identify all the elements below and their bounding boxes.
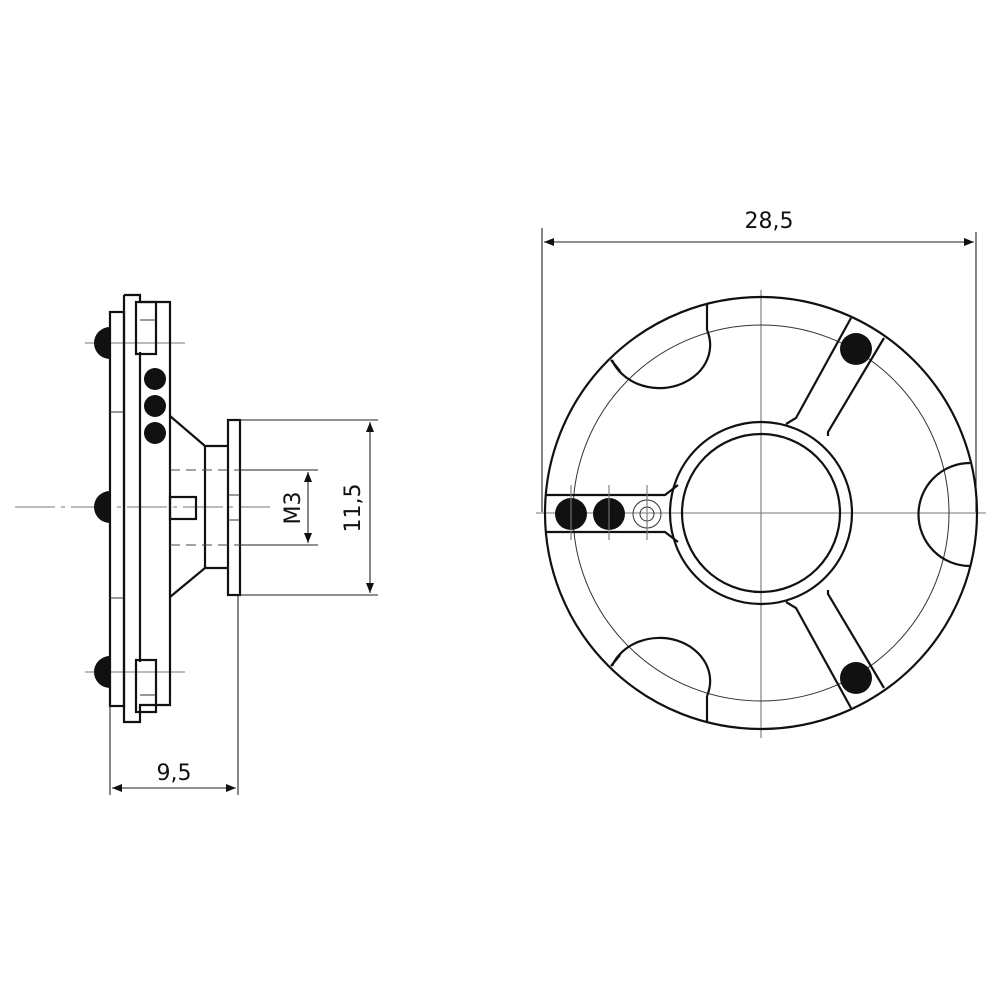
front-view: 28,5 — [536, 209, 986, 738]
hub-bore — [680, 432, 842, 594]
dim-label-9-5: 9,5 — [157, 761, 192, 786]
side-front-plate — [108, 310, 126, 708]
side-body — [122, 293, 172, 724]
stud-top-icon — [94, 327, 110, 359]
spoke-left — [545, 484, 679, 497]
stud-middle-icon — [94, 491, 110, 523]
notch-top-left — [610, 329, 712, 390]
outer-rim — [543, 295, 979, 731]
ball-icon — [144, 395, 166, 417]
dim-label-11-5: 11,5 — [341, 484, 366, 533]
notch-right — [917, 461, 971, 568]
thread-stud — [168, 495, 198, 521]
spoke-upper-right — [785, 317, 852, 425]
dim-label-28-5: 28,5 — [745, 209, 794, 234]
side-pocket-top — [134, 300, 158, 356]
ball-icon — [840, 662, 872, 694]
hub-cone-bottom — [169, 566, 228, 598]
ball-icon — [840, 333, 872, 365]
notch-bottom-left — [610, 636, 712, 697]
side-pocket-bottom — [134, 658, 158, 714]
hub-outer — [668, 420, 854, 606]
hub-cone-top — [169, 415, 228, 448]
flange — [226, 418, 242, 597]
ball-icon — [144, 422, 166, 444]
spoke-lower-right — [785, 601, 852, 709]
stud-bottom-icon — [94, 656, 110, 688]
ball-icon — [144, 368, 166, 390]
dim-label-m3: M3 — [281, 492, 306, 525]
side-view: M3 11,5 9,5 — [15, 293, 378, 795]
